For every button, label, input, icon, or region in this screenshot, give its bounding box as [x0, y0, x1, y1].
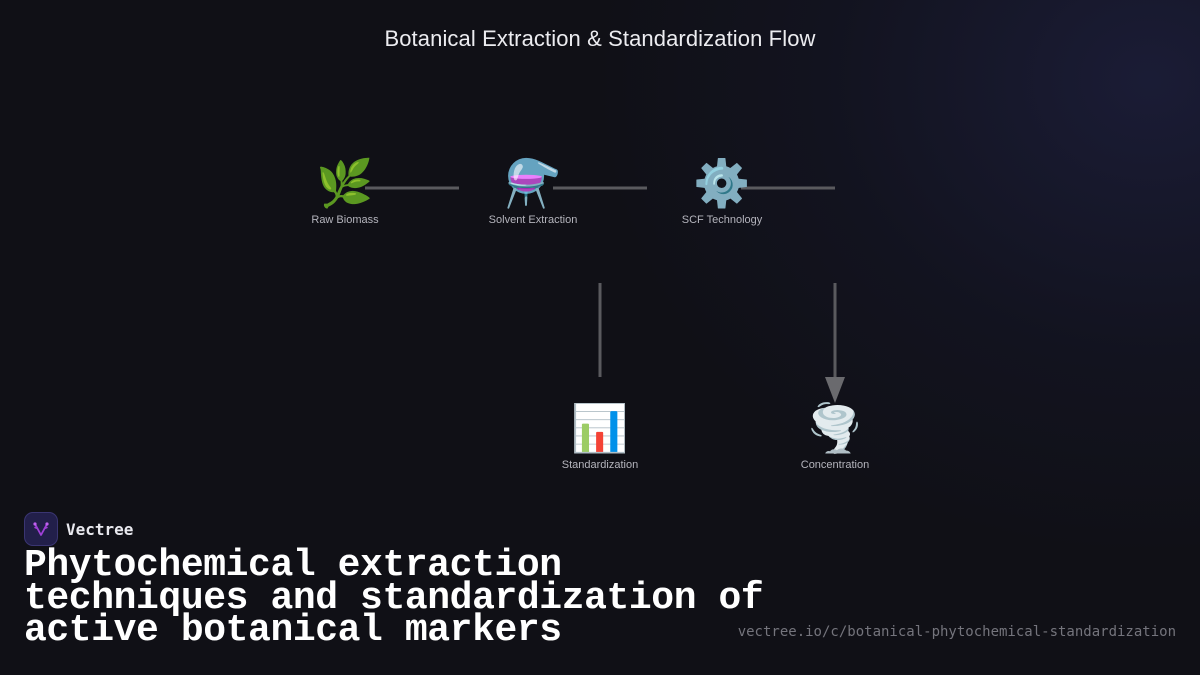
- node-label: Standardization: [561, 459, 639, 471]
- vectree-logo-icon: [24, 512, 58, 546]
- page-url[interactable]: vectree.io/c/botanical-phytochemical-sta…: [737, 624, 1176, 640]
- node-raw-biomass[interactable]: 🌿 Raw Biomass: [285, 155, 405, 226]
- arrowhead-icon: [825, 377, 845, 403]
- brand-name: Vectree: [66, 519, 134, 539]
- node-label: Solvent Extraction: [488, 214, 578, 226]
- node-standardization[interactable]: 📊 Standardization: [540, 400, 660, 471]
- headline: Phytochemical extraction techniques and …: [24, 544, 764, 652]
- tornado-icon: 🌪️: [806, 401, 864, 455]
- node-label: Concentration: [800, 459, 870, 471]
- bar-chart-icon: 📊: [571, 401, 629, 455]
- node-solvent-extraction[interactable]: ⚗️ Solvent Extraction: [473, 155, 593, 226]
- flask-icon: ⚗️: [504, 156, 562, 210]
- gear-icon: ⚙️: [693, 156, 751, 210]
- diagram-title: Botanical Extraction & Standardization F…: [384, 26, 816, 51]
- node-label: Raw Biomass: [311, 214, 379, 226]
- node-scf-technology[interactable]: ⚙️ SCF Technology: [662, 155, 782, 226]
- herb-icon: 🌿: [316, 156, 374, 210]
- node-label: SCF Technology: [681, 214, 763, 226]
- brand: Vectree: [24, 512, 133, 546]
- node-concentration[interactable]: 🌪️ Concentration: [775, 400, 895, 471]
